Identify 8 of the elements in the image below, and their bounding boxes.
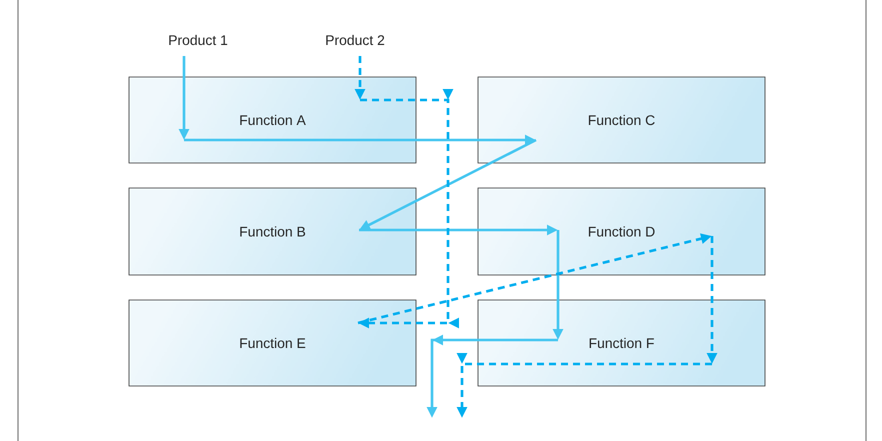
- function-box: Function E: [128, 300, 416, 386]
- function-box: Function B: [128, 188, 416, 276]
- product-label: Product 2: [326, 34, 384, 46]
- function-box: Function F: [478, 300, 766, 386]
- function-box: Function A: [128, 76, 416, 164]
- function-box: Function C: [478, 76, 766, 164]
- function-box: Function D: [478, 188, 766, 276]
- product-label: Product 1: [169, 34, 228, 46]
